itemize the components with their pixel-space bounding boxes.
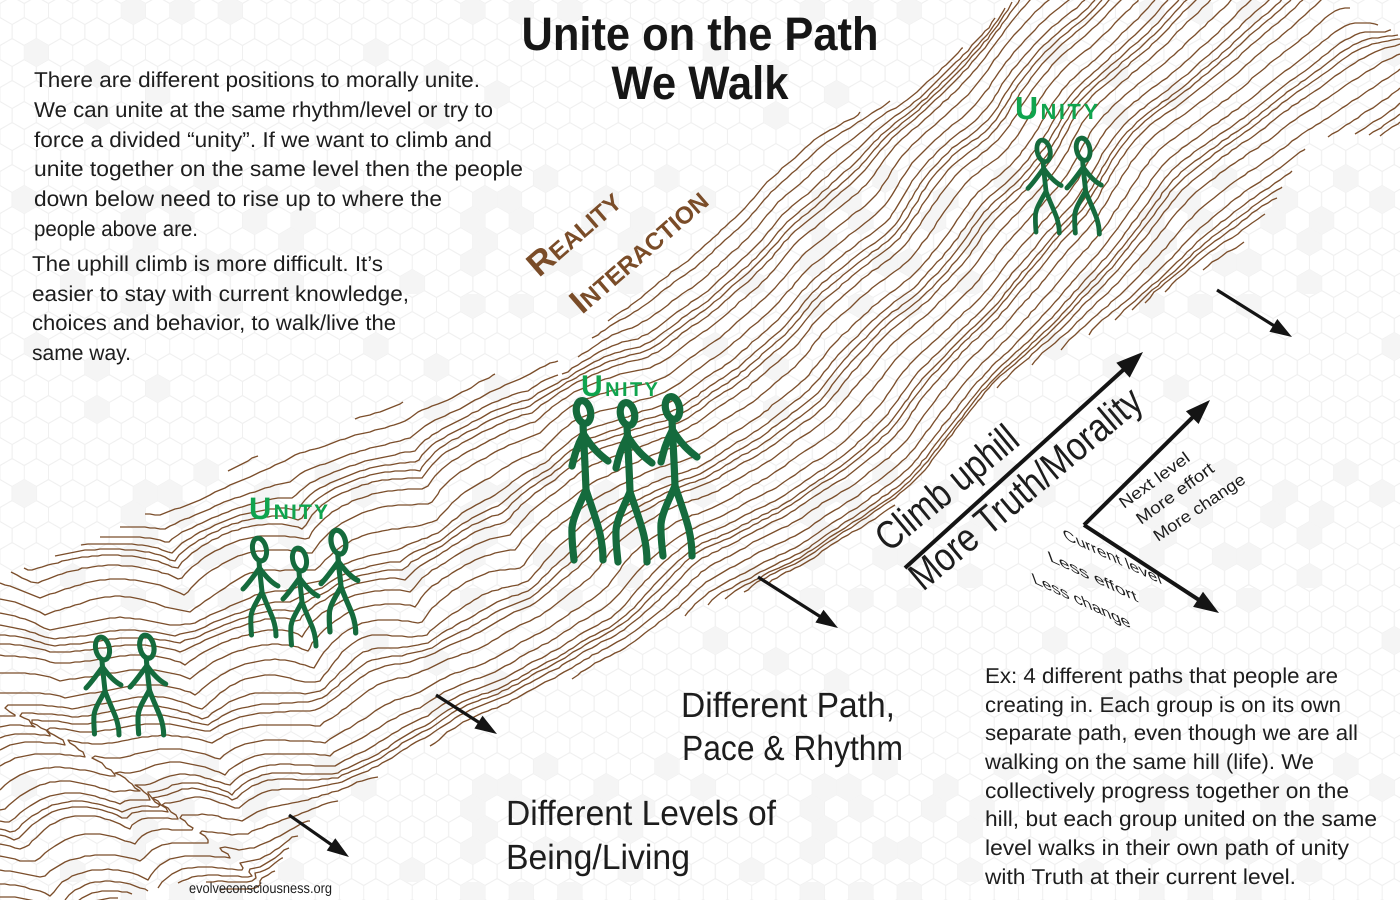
svg-text:Unite on the Path: Unite on the Path [522, 7, 879, 60]
svg-text:separate path, even though we: separate path, even though we are all [985, 721, 1358, 745]
svg-text:unite together on the same lev: unite together on the same level then th… [34, 157, 523, 181]
svg-text:with Truth at their current le: with Truth at their current level. [984, 865, 1296, 889]
svg-text:easier to stay with current kn: easier to stay with current knowledge, [32, 282, 409, 306]
svg-text:We can unite at the same rhyth: We can unite at the same rhythm/level or… [34, 98, 493, 122]
svg-text:Pace & Rhythm: Pace & Rhythm [682, 729, 903, 768]
svg-text:choices and behavior, to walk/: choices and behavior, to walk/live the [32, 311, 396, 335]
svg-text:Different Path,: Different Path, [681, 686, 895, 725]
svg-text:people above are.: people above are. [34, 217, 198, 241]
svg-text:We Walk: We Walk [612, 56, 790, 109]
svg-text:level walks in their own path: level walks in their own path of unity [985, 836, 1349, 860]
svg-text:force a divided “unity”. If we: force a divided “unity”. If we want to c… [34, 128, 492, 152]
svg-text:The uphill climb is more diffi: The uphill climb is more difficult. It’s [32, 252, 383, 276]
svg-text:collectively progress together: collectively progress together on the [985, 779, 1349, 803]
svg-text:There are different positions: There are different positions to morally… [34, 68, 480, 92]
svg-text:same way.: same way. [32, 341, 131, 365]
svg-text:creating in. Each group is on: creating in. Each group is on its own [985, 693, 1341, 717]
svg-text:walking on the same hill (life: walking on the same hill (life). We [984, 750, 1314, 774]
svg-text:evolveconsciousness.org: evolveconsciousness.org [189, 881, 332, 897]
svg-text:Ex: 4 different paths that peo: Ex: 4 different paths that people are [985, 664, 1338, 688]
svg-text:hill, but each group united on: hill, but each group united on the same [985, 807, 1377, 831]
svg-text:down below need to rise up to: down below need to rise up to where the [34, 187, 442, 211]
svg-text:Different Levels of: Different Levels of [506, 794, 776, 833]
svg-text:Being/Living: Being/Living [506, 838, 690, 877]
